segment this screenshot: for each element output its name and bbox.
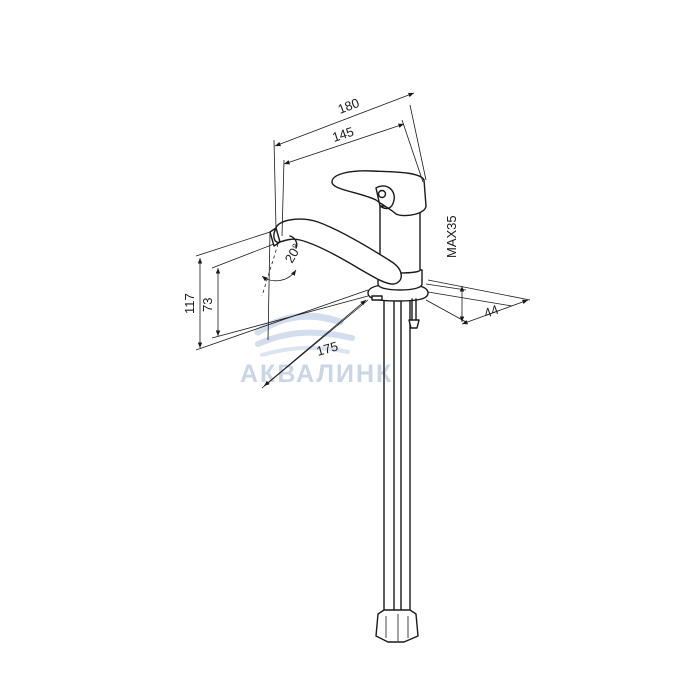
handle-screw [377, 189, 387, 199]
dim-arc-20deg [261, 269, 297, 282]
dim-line-175 [263, 299, 367, 387]
watermark-brand: АКВАЛИНК [240, 360, 393, 388]
hose-fitting [375, 609, 419, 643]
dim-label-180: 180 [336, 95, 362, 117]
dim-line-44 [461, 299, 529, 325]
faucet [269, 170, 429, 643]
dim-label-73: 73 [200, 298, 215, 312]
dimension-lines [197, 92, 529, 387]
dim-label-20deg: 20° [282, 241, 305, 266]
dim-label-175: 175 [315, 338, 340, 358]
dim-line-145 [283, 123, 405, 165]
dim-label-max35: MAX35 [444, 215, 459, 258]
spout [273, 218, 402, 285]
dim-label-44: 44 [482, 302, 501, 321]
dim-label-117: 117 [182, 293, 197, 314]
dim-label-145: 145 [330, 124, 355, 145]
spout-tip [269, 227, 281, 247]
